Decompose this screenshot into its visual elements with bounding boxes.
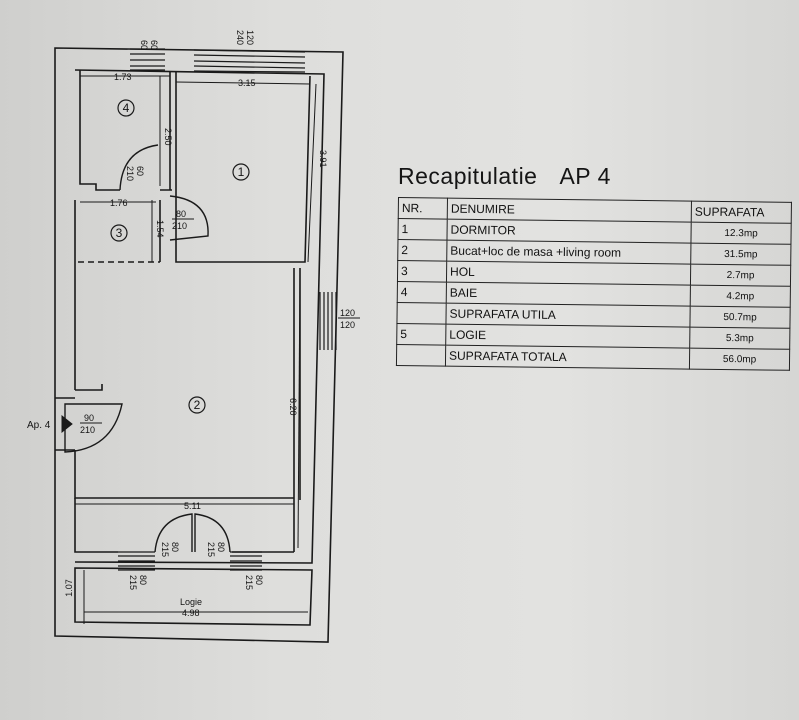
inner-wall [74,69,325,564]
recap-table-wrap: NR. DENUMIRE SUPRAFATA 1 DORMITOR 12.3mp… [396,197,792,371]
row-suprafata: 12.3mp [690,222,792,245]
door-loggia-left-w: 80 [170,542,180,552]
dim-line-bed-height [307,83,317,263]
door-entry-w: 90 [84,413,94,423]
room-4-circle [117,99,135,117]
room-3-number: 3 [116,226,123,240]
hall-walls [74,200,103,391]
room-1-circle [232,163,250,181]
row-denumire: LOGIE [445,324,690,349]
room-2-number: 2 [194,398,201,412]
window-top-right-w: 240 [235,30,245,45]
door-entry-h: 210 [80,425,95,435]
row-suprafata: 4.2mp [690,285,791,308]
row-denumire: Bucat+loc de masa +living room [446,240,691,265]
door-bed-h: 210 [172,221,187,231]
door-bath-h: 210 [125,166,135,181]
row-nr: 1 [397,218,448,241]
row-suprafata: 2.7mp [690,264,791,287]
loggia-outer [74,567,313,626]
window-loggia-right [230,551,262,571]
window-top-left-h: 60 [149,40,159,50]
dim-line-bed-width [175,81,311,85]
bedroom-walls [175,72,311,263]
room-2-circle [188,396,206,414]
window-top-right [193,49,306,73]
entry-label: Ap. 4 [27,420,51,431]
bathroom-walls [79,70,172,191]
door-bath-w: 60 [135,166,145,176]
row-nr: 5 [396,323,446,346]
recap-table: NR. DENUMIRE SUPRAFATA 1 DORMITOR 12.3mp… [396,197,792,371]
header-denumire: DENUMIRE [447,198,692,223]
entry-arrow-icon [61,414,73,434]
door-loggia-right-swing [194,513,231,553]
recap-title-word: Recapitulatie [398,163,538,189]
dim-loggia-height: 1.07 [64,579,74,597]
table-row: SUPRAFATA TOTALA 56.0mp [396,344,790,371]
dim-living-width: 5.11 [184,501,201,511]
window-right [319,292,337,350]
recap-title: Recapitulatie AP 4 [398,163,633,190]
door-entry-swing [64,403,123,453]
window-loggia-left-h: 215 [128,575,138,590]
header-nr: NR. [398,197,448,220]
dim-living-height: 6.20 [288,398,298,416]
row-denumire: HOL [446,261,691,286]
row-denumire: DORMITOR [446,219,692,244]
door-bed-w: 80 [176,209,186,219]
window-right-w: 120 [340,308,355,318]
row-suprafata: 31.5mp [690,243,791,266]
window-loggia-right-w: 80 [254,575,264,585]
row-nr [396,344,446,367]
window-top-left [130,48,165,71]
window-top-left-w: 60 [139,40,149,50]
dim-hall-width: 1.76 [110,198,128,208]
row-denumire: SUPRAFATA UTILA [445,303,691,328]
window-right-h: 120 [340,320,355,330]
row-suprafata: 56.0mp [689,348,790,371]
door-loggia-right-w: 80 [216,542,226,552]
dim-bed-width: 3.15 [238,78,256,88]
row-nr: 3 [397,260,447,283]
door-loggia-left-h: 215 [160,542,170,557]
dim-bath-width: 1.73 [114,72,132,82]
recap-title-ap: AP 4 [559,163,611,189]
loggia-label: Logie [180,597,202,607]
door-loggia-right-h: 215 [206,542,216,557]
row-suprafata: 50.7mp [689,306,791,329]
door-loggia-left-swing [154,513,193,553]
row-denumire: BAIE [446,282,691,307]
room-3-circle [110,224,128,242]
room-4-number: 4 [123,101,130,115]
window-top-right-h: 120 [245,30,255,45]
window-loggia-right-h: 215 [244,575,254,590]
door-bed-swing [169,195,209,241]
header-suprafata: SUPRAFATA [691,201,792,224]
dim-bath-height: 2.50 [163,128,173,146]
row-nr [396,302,447,325]
door-bath-swing [119,144,159,191]
row-suprafata: 5.3mp [689,327,790,350]
row-nr: 2 [397,239,447,262]
room-1-number: 1 [238,165,245,179]
dim-loggia-width: 4.98 [182,608,200,618]
window-loggia-left [118,551,155,571]
dim-line-living-height [297,267,301,549]
dim-hall-height: 1.54 [155,220,165,238]
row-nr: 4 [397,281,447,304]
window-loggia-left-w: 80 [138,575,148,585]
dim-bed-height: 3.91 [318,150,328,168]
row-denumire: SUPRAFATA TOTALA [445,345,690,370]
